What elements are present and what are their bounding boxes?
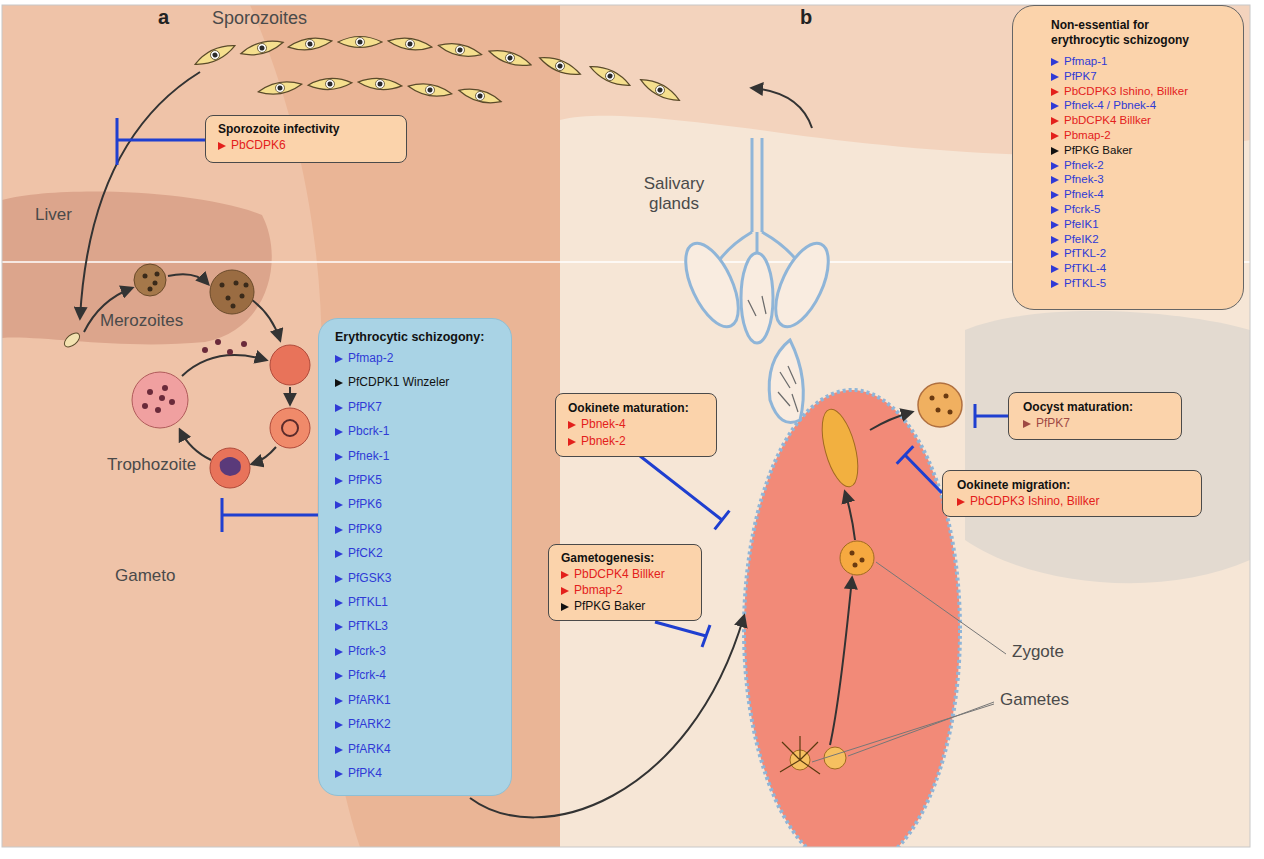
kinase-item: PbCDPK3 Ishino, Billker <box>957 493 1193 510</box>
kinase-item: PbDCPK4 Billker <box>1051 113 1233 128</box>
kinase-item: Pfnek-2 <box>1051 158 1233 173</box>
kinase-item: PfPKG Baker <box>561 598 693 614</box>
kinase-item: Pbmap-2 <box>561 582 693 598</box>
kinase-item: PfTKL-2 <box>1051 246 1233 261</box>
mosquito-thorax <box>965 311 1250 583</box>
inhibition-box: Ookinete migration:PbCDPK3 Ishino, Billk… <box>942 470 1202 517</box>
midgut-stages <box>780 383 962 774</box>
box-heading: Ookinete migration: <box>957 478 1193 493</box>
kinase-item: Pfmap-1 <box>1051 54 1233 69</box>
kinase-item: Pfcrk-3 <box>335 639 501 663</box>
kinase-item: Pfmap-2 <box>335 346 501 370</box>
inhibition-box: Ookinete maturation:Pbnek-4Pbnek-2 <box>555 393 717 457</box>
leader-lines <box>812 562 1006 762</box>
kinase-item: PfCDPK1 Winzeler <box>335 370 501 394</box>
kinase-list-box: Non-essential for erythrocytic schizogon… <box>1012 5 1244 310</box>
inhibition-box: Sporozoite infectivityPbCDPK6 <box>205 115 407 163</box>
inhibition-box: Oocyst maturation:PfPK7 <box>1008 392 1182 440</box>
box-heading: Sporozoite infectivity <box>218 122 396 137</box>
kinase-item: PfPKG Baker <box>1051 143 1233 158</box>
kinase-item: Pfcrk-5 <box>1051 202 1233 217</box>
kinase-item: PfPK9 <box>335 517 501 541</box>
box-heading: Ookinete maturation: <box>568 401 708 416</box>
kinase-item: PfPK5 <box>335 468 501 492</box>
stage-label: Gameto <box>115 566 175 586</box>
kinase-item: PfeIK2 <box>1051 232 1233 247</box>
kinase-item: PfTKL-5 <box>1051 276 1233 291</box>
box-heading: Non-essential for erythrocytic schizogon… <box>1051 18 1211 48</box>
kinase-item: Pfnek-3 <box>1051 172 1233 187</box>
gland-sporozoites <box>748 296 798 412</box>
panel-letter: a <box>158 6 169 29</box>
box-heading: Oocyst maturation: <box>1023 400 1173 415</box>
organ-label: Salivary glands <box>628 174 720 213</box>
background-panels <box>2 5 1250 847</box>
kinase-item: PbDCPK4 Billker <box>561 566 693 582</box>
midgut <box>744 390 960 847</box>
liver-shape <box>2 192 272 345</box>
kinase-item: PfTKL3 <box>335 614 501 638</box>
kinase-item: PbCDPK6 <box>218 137 396 154</box>
kinase-item: PfPK4 <box>335 761 501 785</box>
frame <box>2 5 1250 847</box>
kinase-item: PfGSK3 <box>335 566 501 590</box>
kinase-item: PfeIK1 <box>1051 217 1233 232</box>
kinase-item: PfPK7 <box>1023 415 1173 432</box>
kinase-item: PfPK7 <box>1051 69 1233 84</box>
cycle-arrows <box>80 72 912 817</box>
box-heading: Gametogenesis: <box>561 551 693 566</box>
kinase-list-box: Erythrocytic schizogony:Pfmap-2PfCDPK1 W… <box>318 318 512 796</box>
box-heading: Erythrocytic schizogony: <box>335 329 501 346</box>
kinase-item: PfPK7 <box>335 395 501 419</box>
kinase-item: Pbnek-4 <box>568 416 708 433</box>
stage-label: Gametes <box>1000 690 1069 710</box>
stage-label: Sporozoites <box>212 8 307 29</box>
kinase-item: PfTKL1 <box>335 590 501 614</box>
panel-letter: b <box>800 6 812 29</box>
kinase-item: Pbnek-2 <box>568 433 708 450</box>
kinase-item: Pfcrk-4 <box>335 663 501 687</box>
kinase-item: PfCK2 <box>335 541 501 565</box>
inhibition-lines <box>117 118 1008 647</box>
inhibition-box: Gametogenesis:PbDCPK4 BillkerPbmap-2PfPK… <box>548 544 702 621</box>
kinase-item: PfPK6 <box>335 492 501 516</box>
kinase-item: PfARK4 <box>335 737 501 761</box>
kinase-item: Pfnek-4 / Pbnek-4 <box>1051 98 1233 113</box>
organ-label: Liver <box>35 205 72 225</box>
kinase-item: PfTKL-4 <box>1051 261 1233 276</box>
kinase-item: PbCDPK3 Ishino, Billker <box>1051 84 1233 99</box>
kinase-item: Pbcrk-1 <box>335 419 501 443</box>
stage-label: Merozoites <box>100 311 183 331</box>
kinase-item: PfARK1 <box>335 688 501 712</box>
kinase-item: Pfnek-1 <box>335 444 501 468</box>
kinase-item: Pbmap-2 <box>1051 128 1233 143</box>
kinase-item: PfARK2 <box>335 712 501 736</box>
stage-label: Zygote <box>1012 642 1064 662</box>
liver-stages <box>62 264 254 350</box>
stage-label: Trophozoite <box>107 455 196 475</box>
oocyst <box>918 383 962 427</box>
kinase-item: Pfnek-4 <box>1051 187 1233 202</box>
sporozoites <box>193 35 682 107</box>
